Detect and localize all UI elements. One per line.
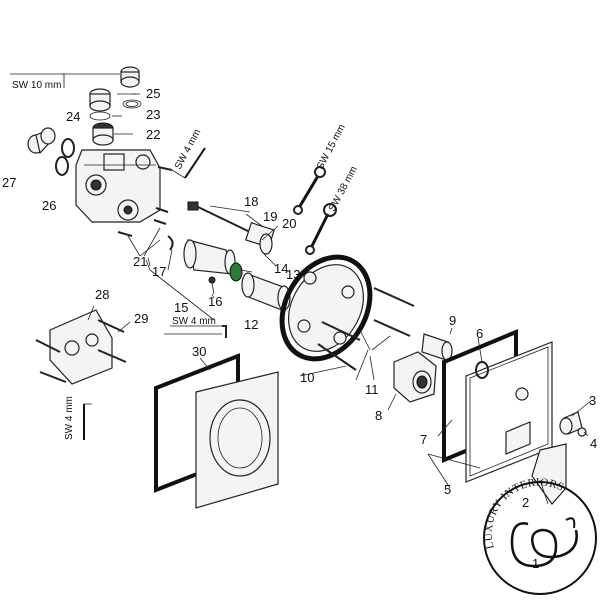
label-17: 17 xyxy=(152,264,166,279)
tool-label-sw4-top: SW 4 mm xyxy=(173,127,203,171)
wrench-sw38: SW 38 mm xyxy=(305,165,360,255)
logo-text: LUXURY INTERIORS xyxy=(483,476,566,550)
part-19-20 xyxy=(245,221,275,255)
part-17 xyxy=(167,235,174,251)
part-9 xyxy=(421,333,453,361)
face-plate-5 xyxy=(465,341,553,483)
tool-label-sw10: SW 10 mm xyxy=(12,80,61,91)
tool-label-sw4-15: SW 4 mm xyxy=(172,316,216,327)
label-4: 4 xyxy=(590,436,597,451)
label-19: 19 xyxy=(263,209,277,224)
screws-29 xyxy=(35,319,127,383)
valve-body xyxy=(75,149,161,223)
part-8 xyxy=(393,351,437,403)
part-23 xyxy=(122,99,142,109)
mounting-ring-10 xyxy=(279,254,373,362)
label-1: 1 xyxy=(532,556,539,571)
label-11: 11 xyxy=(365,382,379,397)
label-5: 5 xyxy=(444,482,451,497)
label-7: 7 xyxy=(420,432,427,447)
label-9: 9 xyxy=(449,313,456,328)
label-2: 2 xyxy=(522,495,529,510)
screws-21 xyxy=(117,166,173,257)
label-28: 28 xyxy=(95,287,109,302)
part-27 xyxy=(27,127,56,155)
label-12: 12 xyxy=(244,317,258,332)
handle-2 xyxy=(531,443,567,505)
part-28 xyxy=(49,309,113,385)
leader-lines xyxy=(87,93,593,505)
part-3-4 xyxy=(559,411,587,437)
label-16: 16 xyxy=(208,294,222,309)
label-30: 30 xyxy=(192,344,206,359)
label-23: 23 xyxy=(146,107,160,122)
label-26: 26 xyxy=(42,198,56,213)
label-22: 22 xyxy=(146,127,160,142)
part-number-labels: 1 2 3 4 5 6 7 8 9 10 11 12 13 14 15 16 1… xyxy=(2,86,597,571)
label-6: 6 xyxy=(476,326,483,341)
label-13: 13 xyxy=(286,267,300,282)
frame-30 xyxy=(195,371,279,509)
screws-11 xyxy=(317,287,415,381)
part-22 xyxy=(92,122,114,146)
wrench-sw4-left: SW 4 mm xyxy=(64,396,92,440)
cartridge-13 xyxy=(183,239,236,275)
label-8: 8 xyxy=(375,408,382,423)
label-20: 20 xyxy=(282,216,296,231)
part-16 xyxy=(208,276,216,295)
label-15: 15 xyxy=(174,300,188,315)
part-25 xyxy=(120,66,140,88)
part-14 xyxy=(229,262,243,282)
label-21: 21 xyxy=(133,254,147,269)
label-14: 14 xyxy=(274,261,288,276)
wrench-sw10: SW 10 mm xyxy=(10,73,65,91)
luxury-interiors-logo: LUXURY INTERIORS xyxy=(483,476,597,595)
tool-label-sw15: SW 15 mm xyxy=(315,123,348,172)
part-24 xyxy=(89,88,111,121)
label-24: 24 xyxy=(66,109,80,124)
part-26 xyxy=(55,138,75,176)
spindle-18 xyxy=(187,201,251,233)
wrench-sw4-15: SW 4 mm xyxy=(164,316,227,338)
label-29: 29 xyxy=(134,311,148,326)
label-10: 10 xyxy=(300,370,314,385)
logo-text-path: LUXURY INTERIORS xyxy=(483,476,566,550)
label-3: 3 xyxy=(589,393,596,408)
label-25: 25 xyxy=(146,86,160,101)
tool-label-sw38: SW 38 mm xyxy=(327,165,360,214)
label-27: 27 xyxy=(2,175,16,190)
wrench-sw4-top: SW 4 mm xyxy=(171,127,206,179)
label-18: 18 xyxy=(244,194,258,209)
tool-label-sw4-left: SW 4 mm xyxy=(64,396,75,440)
